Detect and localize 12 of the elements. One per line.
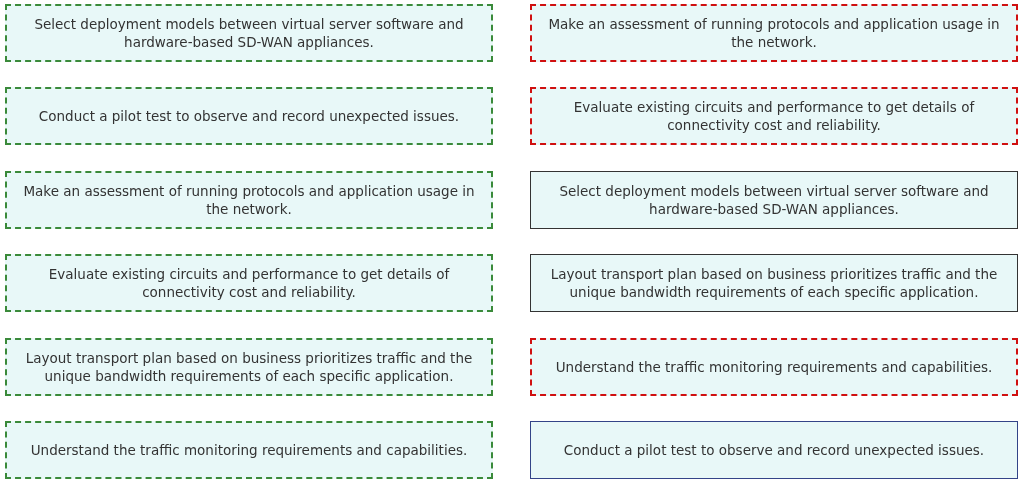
answer-box: Conduct a pilot test to observe and record unexpected issues.	[530, 421, 1018, 479]
answer-box: Layout transport plan based on business prioritizes traffic and the unique bandwidth requirements of each specific application.	[530, 254, 1018, 312]
answer-box: Layout transport plan based on business prioritizes traffic and the unique bandwidth requirements of each specific application.	[5, 338, 493, 396]
answer-box: Understand the traffic monitoring requirements and capabilities.	[5, 421, 493, 479]
answer-box: Select deployment models between virtual server software and hardware-based SD-WAN appliances.	[530, 171, 1018, 229]
answer-box: Make an assessment of running protocols and application usage in the network.	[5, 171, 493, 229]
answer-box: Evaluate existing circuits and performance to get details of connectivity cost and reliability.	[530, 87, 1018, 145]
answer-box: Select deployment models between virtual server software and hardware-based SD-WAN appliances.	[5, 4, 493, 62]
answer-box: Conduct a pilot test to observe and record unexpected issues.	[5, 87, 493, 145]
answer-box: Make an assessment of running protocols and application usage in the network.	[530, 4, 1018, 62]
answer-box: Evaluate existing circuits and performance to get details of connectivity cost and reliability.	[5, 254, 493, 312]
answer-box: Understand the traffic monitoring requirements and capabilities.	[530, 338, 1018, 396]
